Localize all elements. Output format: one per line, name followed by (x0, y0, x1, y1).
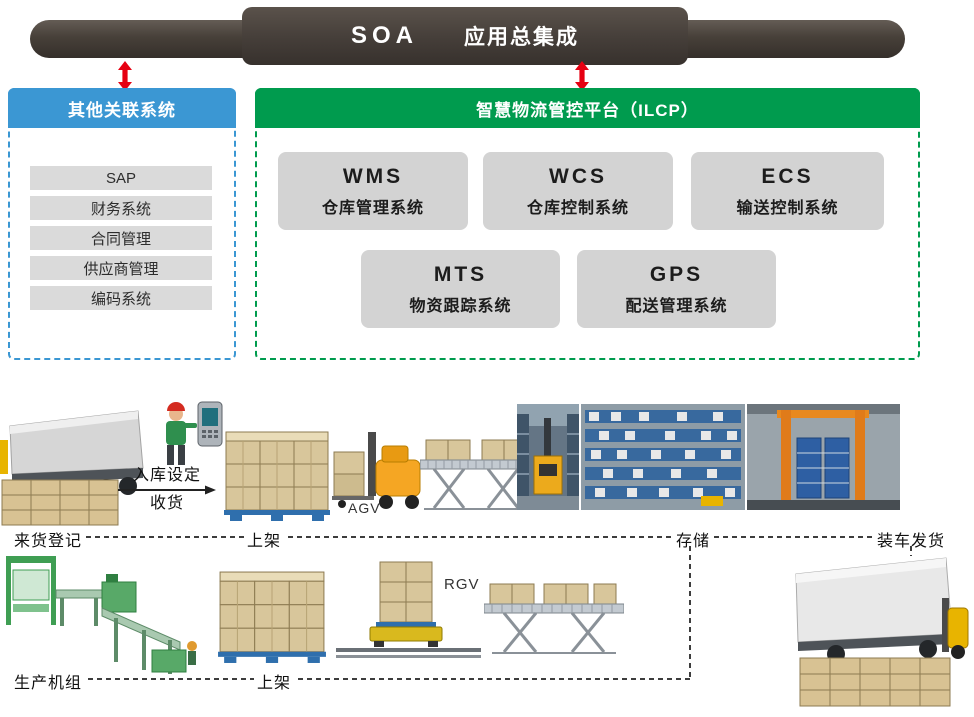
soa-title-abbr: SOA (350, 22, 418, 49)
flow-connector-line (910, 546, 912, 556)
system-item-sap: SAP (30, 166, 212, 190)
module-abbr: WMS (342, 164, 404, 188)
system-item-finance: 财务系统 (30, 196, 212, 220)
module-wms: WMS 仓库管理系统 (278, 152, 468, 230)
flow-connector-line (714, 536, 874, 538)
worker-scanner-image (156, 398, 226, 470)
module-gps: GPS 配送管理系统 (577, 250, 776, 328)
module-abbr: ECS (761, 164, 814, 188)
receiving-label: 来货登记 (14, 533, 83, 550)
flow-connector-line (288, 536, 672, 538)
warehouse-photo-crane (517, 404, 579, 510)
module-mts: MTS 物资跟踪系统 (361, 250, 560, 328)
module-name: 物资跟踪系统 (409, 297, 512, 315)
flow-connector-line (298, 678, 690, 680)
flow-connector-line (86, 536, 244, 538)
production-line-image (2, 546, 207, 678)
module-abbr: WCS (549, 164, 607, 188)
outbound-truck-image (788, 550, 970, 712)
production-label: 生产机组 (14, 675, 83, 692)
system-item-contract: 合同管理 (30, 226, 212, 250)
carton-pallet-image (216, 570, 328, 664)
inbound-setting-group: 入库设定 收货 (118, 467, 216, 513)
carton-pallet-image (222, 430, 332, 522)
double-arrow-icon (117, 61, 133, 91)
conveyor-image (484, 580, 624, 656)
module-abbr: GPS (649, 262, 704, 286)
agv-label: AGV (348, 500, 381, 516)
warehouse-photo-racks (581, 404, 745, 510)
shelving-top-label: 上架 (247, 533, 282, 550)
flow-connector-line (88, 678, 254, 680)
agv-forklift-image (332, 426, 427, 512)
module-name: 仓库控制系统 (526, 199, 629, 217)
system-item-supplier: 供应商管理 (30, 256, 212, 280)
inbound-setting-label: 入库设定 (132, 467, 201, 484)
shipping-label: 装车发货 (877, 533, 946, 550)
flow-connector-line (689, 546, 691, 678)
module-wcs: WCS 仓库控制系统 (483, 152, 673, 230)
shelving-bottom-label: 上架 (257, 675, 292, 692)
soa-bar: SOA 应用总集成 (242, 7, 688, 65)
ilcp-platform-header: 智慧物流管控平台（ILCP） (255, 88, 920, 128)
ilcp-platform-panel: 智慧物流管控平台（ILCP） WMS 仓库管理系统 WCS 仓库控制系统 ECS… (255, 88, 920, 360)
double-arrow-icon (574, 61, 590, 91)
module-abbr: MTS (433, 262, 488, 286)
right-arrow-icon (118, 485, 216, 495)
storage-label: 存储 (676, 533, 711, 550)
rgv-label: RGV (444, 576, 480, 593)
conveyor-image (420, 436, 532, 512)
rgv-shuttle-image (336, 552, 481, 660)
module-name: 配送管理系统 (625, 297, 728, 315)
module-name: 输送控制系统 (736, 199, 839, 217)
module-name: 仓库管理系统 (321, 199, 424, 217)
other-systems-header: 其他关联系统 (8, 88, 236, 128)
receive-goods-label: 收货 (149, 495, 184, 512)
system-item-coding: 编码系统 (30, 286, 212, 310)
soa-title-text: 应用总集成 (464, 26, 579, 49)
warehouse-photo-stacker (747, 404, 900, 510)
other-systems-panel: 其他关联系统 SAP 财务系统 合同管理 供应商管理 编码系统 (8, 88, 236, 360)
module-ecs: ECS 输送控制系统 (691, 152, 884, 230)
